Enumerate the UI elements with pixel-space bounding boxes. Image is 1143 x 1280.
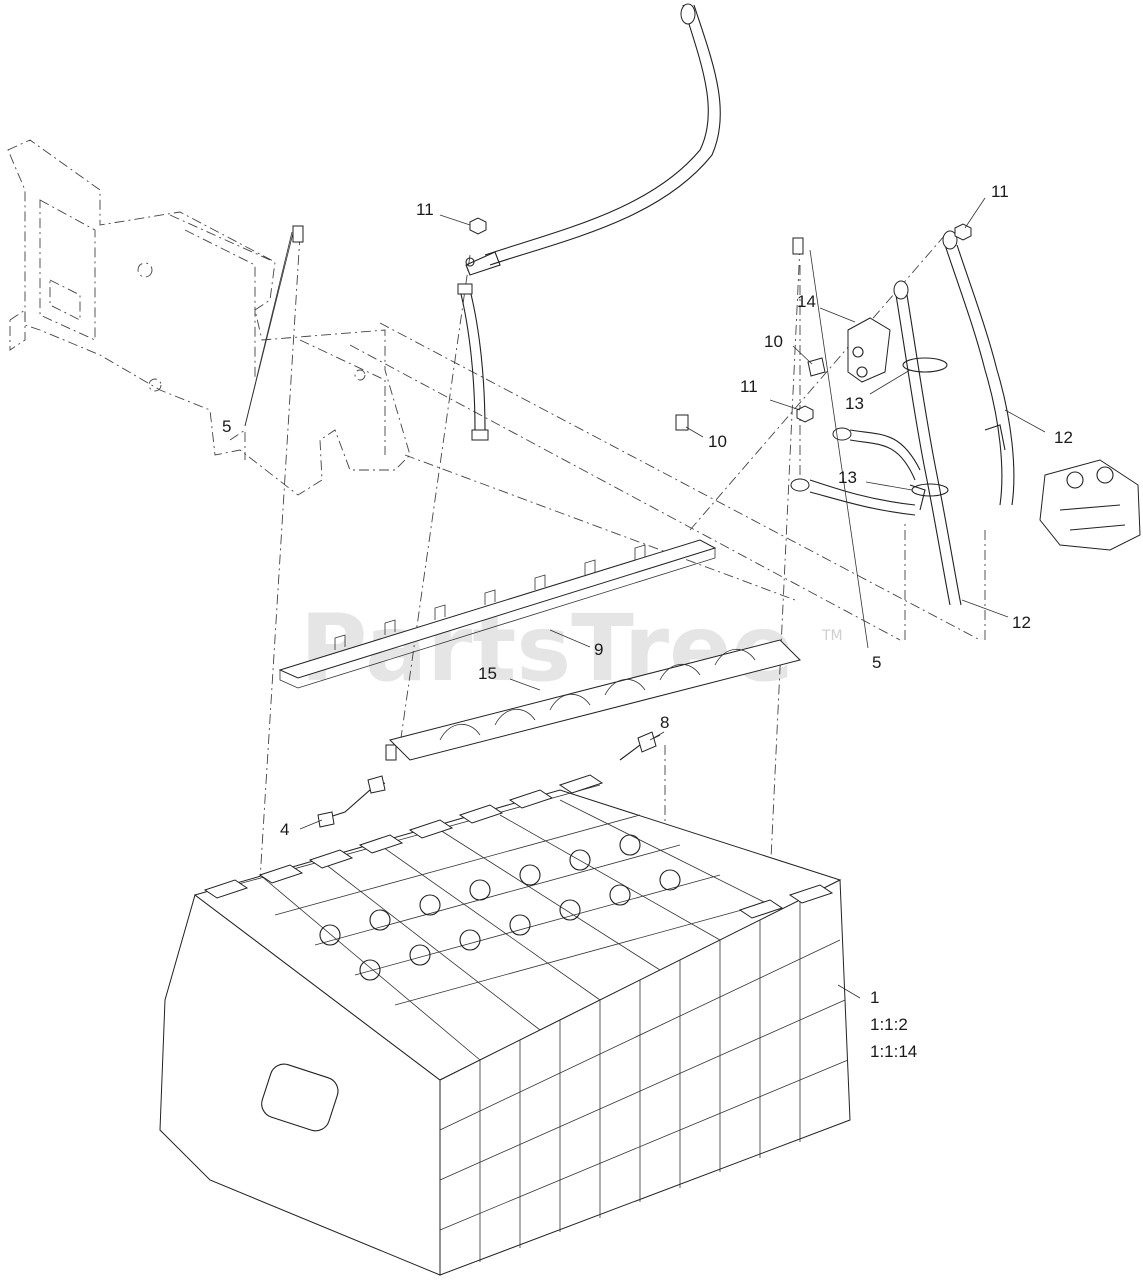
watermark-trademark: TM bbox=[821, 628, 843, 644]
callout-11-left: 11 bbox=[416, 200, 434, 219]
callout-5-right: 5 bbox=[872, 653, 881, 672]
bracket-plate bbox=[847, 317, 891, 383]
callout-1-qty-14: 1:1:14 bbox=[870, 1042, 917, 1061]
callout-11-mid: 11 bbox=[740, 377, 758, 396]
callout-4: 4 bbox=[280, 820, 289, 839]
solenoid bbox=[1039, 459, 1141, 551]
battery-cables-right bbox=[790, 230, 1015, 606]
main-cable bbox=[465, 3, 721, 276]
hardware bbox=[292, 217, 972, 761]
sensor-wires bbox=[317, 731, 661, 828]
nut-11-c bbox=[796, 405, 814, 423]
callout-15: 15 bbox=[478, 664, 497, 683]
harness-frame-15 bbox=[389, 639, 801, 761]
callout-13-upper: 13 bbox=[845, 394, 864, 413]
callout-10-mid: 10 bbox=[708, 432, 727, 451]
leader-lines bbox=[244, 197, 1046, 999]
nut-11-b bbox=[954, 223, 972, 241]
callout-5-left: 5 bbox=[222, 417, 231, 436]
callout-12-upper: 12 bbox=[1054, 428, 1073, 447]
callout-11-right: 11 bbox=[991, 182, 1009, 201]
mounting-bracket bbox=[7, 139, 411, 496]
short-cable-left bbox=[457, 283, 489, 441]
callout-labels: 1 1:1:2 1:1:14 4 5 5 8 9 10 10 11 11 11 … bbox=[222, 182, 1073, 1061]
callout-8: 8 bbox=[660, 713, 669, 732]
bolt-5-right bbox=[792, 237, 804, 255]
callout-14: 14 bbox=[797, 292, 816, 311]
callout-9: 9 bbox=[594, 640, 603, 659]
bolt-10-a bbox=[807, 357, 826, 377]
callout-1: 1 bbox=[870, 988, 879, 1007]
callout-13-lower: 13 bbox=[838, 468, 857, 487]
bolt-10-b bbox=[675, 414, 689, 431]
bolt-15 bbox=[385, 744, 397, 761]
callout-1-qty-2: 1:1:2 bbox=[870, 1015, 908, 1034]
callout-10-top: 10 bbox=[764, 332, 783, 351]
bus-bar-9 bbox=[278, 539, 717, 689]
nut-11-a bbox=[469, 217, 487, 235]
bolt-5-left bbox=[292, 225, 304, 243]
battery-stack bbox=[159, 774, 851, 1276]
callout-12-lower: 12 bbox=[1012, 613, 1031, 632]
projection-lines bbox=[259, 234, 986, 881]
